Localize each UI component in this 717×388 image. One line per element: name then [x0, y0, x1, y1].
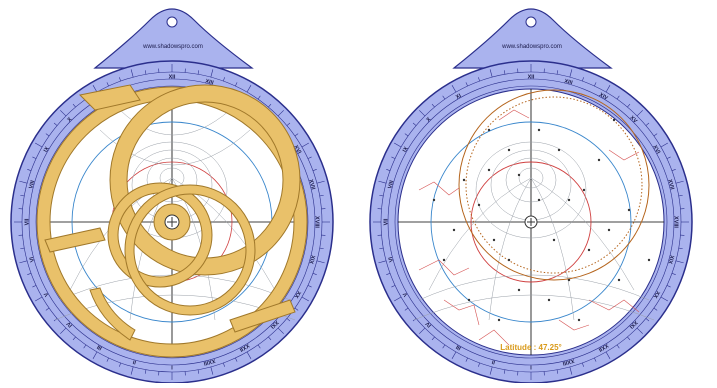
- center-pin: [165, 215, 179, 229]
- star: [493, 239, 495, 241]
- hour-numeral: XII: [169, 75, 176, 81]
- latitude-label: Latitude : 47.25°: [500, 343, 561, 352]
- star: [568, 279, 570, 281]
- star: [583, 189, 585, 191]
- star: [488, 129, 490, 131]
- center-pin: [525, 216, 537, 228]
- hour-numeral: VII: [384, 218, 390, 225]
- site-label: www.shadowspro.com: [501, 44, 562, 50]
- star: [648, 259, 650, 261]
- astrolabe-right-svg: www.shadowspro.com XIIXIIIXIVXVXVIXVIIXV…: [359, 0, 717, 383]
- star: [613, 119, 615, 121]
- star: [558, 149, 560, 151]
- star: [578, 319, 580, 321]
- star: [628, 209, 630, 211]
- star: [488, 169, 490, 171]
- star: [453, 229, 455, 231]
- star: [568, 199, 570, 201]
- astrolabe-left-svg: www.shadowspro.com XIIXIIIXIVXVXVIXVIIXV…: [0, 0, 358, 383]
- star: [553, 239, 555, 241]
- star: [478, 204, 480, 206]
- star: [538, 129, 540, 131]
- star: [548, 299, 550, 301]
- star: [463, 179, 465, 181]
- astrolabe-rete-view: www.shadowspro.com XIIXIIIXIVXVXVIXVIIXV…: [0, 0, 358, 383]
- hour-numeral: VII: [25, 218, 31, 225]
- hanger-hole: [167, 17, 177, 27]
- hour-numeral: XII: [528, 75, 535, 81]
- star: [588, 249, 590, 251]
- hanger-hole: [526, 17, 536, 27]
- star: [498, 319, 500, 321]
- star: [508, 259, 510, 261]
- star: [468, 299, 470, 301]
- hour-numeral: XVIII: [314, 216, 320, 228]
- star: [508, 149, 510, 151]
- star: [538, 199, 540, 201]
- star: [518, 174, 520, 176]
- site-label: www.shadowspro.com: [142, 44, 203, 50]
- star: [433, 199, 435, 201]
- hour-numeral: XVIII: [673, 216, 679, 228]
- star: [618, 279, 620, 281]
- star: [443, 259, 445, 261]
- star: [608, 229, 610, 231]
- star: [518, 289, 520, 291]
- star: [598, 159, 600, 161]
